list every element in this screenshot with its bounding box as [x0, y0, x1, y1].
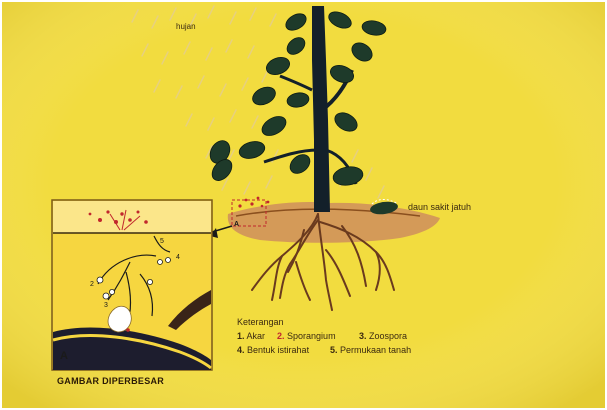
legend-item-text: Bentuk istirahat [247, 345, 309, 355]
legend-item: 2. Sporangium [277, 331, 336, 341]
legend-item: 3. Zoospora [359, 331, 407, 341]
legend-item-number: 1. [237, 331, 245, 341]
legend-item-number: 5. [330, 345, 338, 355]
legend-item-number: 3. [359, 331, 367, 341]
inset-marker-2: 2 [90, 281, 94, 288]
inset-caption: GAMBAR DIPERBESAR [57, 376, 164, 386]
inset-marker-4: 4 [176, 254, 180, 261]
legend-item-text: Permukaan tanah [340, 345, 411, 355]
legend-item: 1. Akar [237, 331, 265, 341]
inset-marker-5: 5 [160, 238, 164, 245]
legend-item: 4. Bentuk istirahat [237, 345, 309, 355]
legend-item-text: Sporangium [287, 331, 336, 341]
inset-panel [52, 200, 212, 370]
fallen-leaf-label: daun sakit jatuh [408, 202, 471, 212]
legend-heading: Keterangan [237, 317, 284, 327]
legend-item: 5. Permukaan tanah [330, 345, 411, 355]
legend-item-number: 2. [277, 331, 285, 341]
legend-item-text: Zoospora [369, 331, 407, 341]
legend-item-text: Akar [247, 331, 266, 341]
rain-label: hujan [176, 22, 196, 31]
source-box-letter: A [234, 221, 239, 228]
legend-item-number: 4. [237, 345, 245, 355]
inset-panel-letter: A [60, 350, 68, 362]
inset-marker-3: 3 [104, 302, 108, 309]
